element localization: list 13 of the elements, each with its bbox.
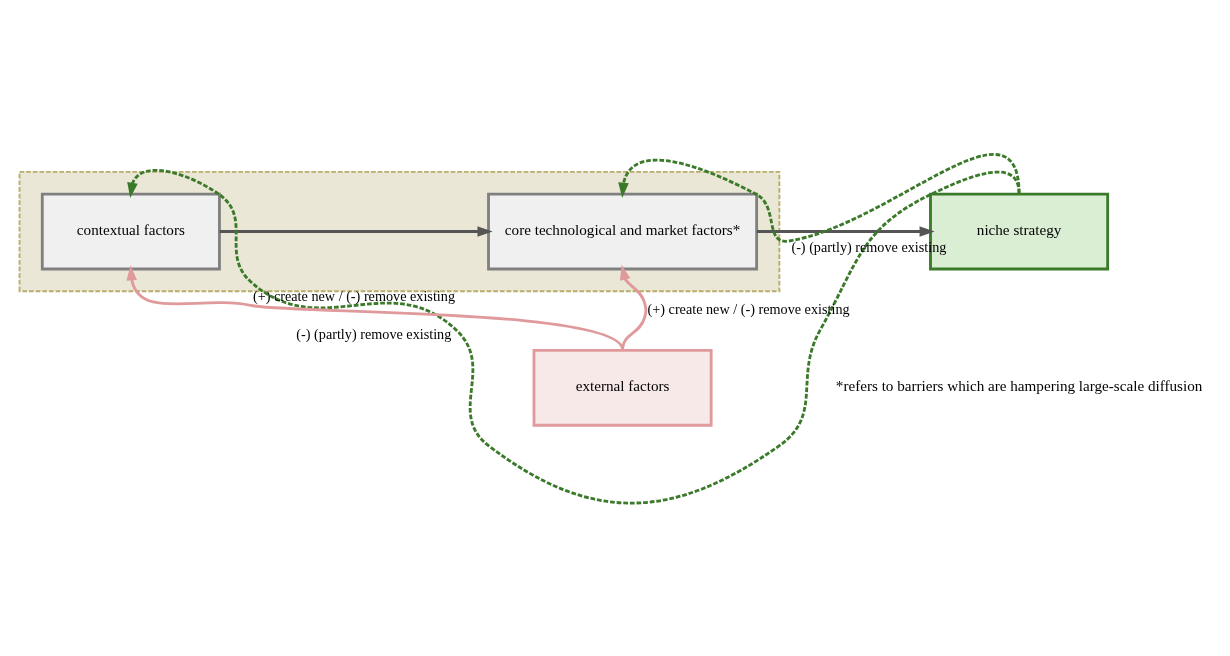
- edge-label: (+) create new / (-) remove existing: [647, 300, 850, 316]
- arrow: [618, 152, 1021, 242]
- edge-label: (-) (partly) remove existing: [296, 325, 452, 342]
- node-box: external factors: [532, 348, 713, 427]
- arrow: [219, 225, 493, 237]
- node-box: core technological and market factors*: [487, 192, 759, 270]
- arrow: [127, 168, 1021, 504]
- node-box: contextual factors: [40, 192, 221, 270]
- label: *refers to barriers which are hampering large-scale diffusion: [835, 376, 1203, 394]
- edge-label: (+) create new / (-) remove existing: [252, 287, 455, 304]
- cluster: [18, 170, 781, 292]
- arrow: [619, 264, 648, 351]
- arrow: [756, 225, 935, 237]
